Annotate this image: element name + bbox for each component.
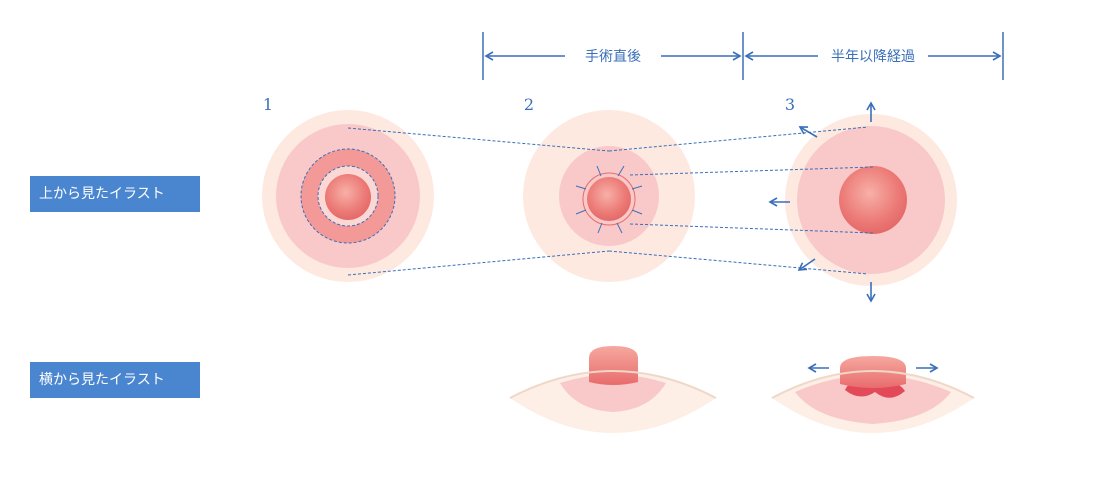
nipple (587, 177, 631, 221)
phase-label-after-half-year: 半年以降経過 (831, 49, 915, 65)
skin-contour (509, 370, 717, 399)
projection-lines (347, 126, 874, 276)
suture-marks (575, 165, 643, 234)
nipple (325, 174, 371, 220)
expansion-arrows (768, 101, 876, 303)
stage-1-top-illustration (262, 110, 434, 282)
stage-3-top-illustration (785, 114, 957, 286)
stage-2-side-illustration (509, 346, 717, 433)
stage-number-1: 1 (263, 95, 273, 114)
skin-contour (771, 370, 975, 399)
nipple-profile (589, 346, 638, 385)
areola-profile (795, 375, 951, 424)
arrow-down-left-icon (797, 258, 816, 271)
phase-header: 手術直後 半年以降経過 (482, 32, 1004, 80)
top-view-label: 上から見たイラスト (30, 176, 200, 212)
stage-number-2: 2 (524, 95, 534, 114)
areola-profile (560, 374, 666, 412)
nipple (839, 166, 907, 234)
stage-3-side-illustration (771, 356, 975, 433)
stage-2-top-illustration (523, 110, 695, 282)
stage-number-3: 3 (785, 95, 795, 114)
inner-incision-line (317, 165, 379, 227)
phase-label-right-after: 手術直後 (585, 48, 641, 65)
outer-incision-line (300, 148, 396, 244)
suture-ring (582, 172, 636, 226)
side-view-label: 横から見たイラスト (30, 362, 200, 398)
arrow-up-left-icon (798, 126, 818, 138)
